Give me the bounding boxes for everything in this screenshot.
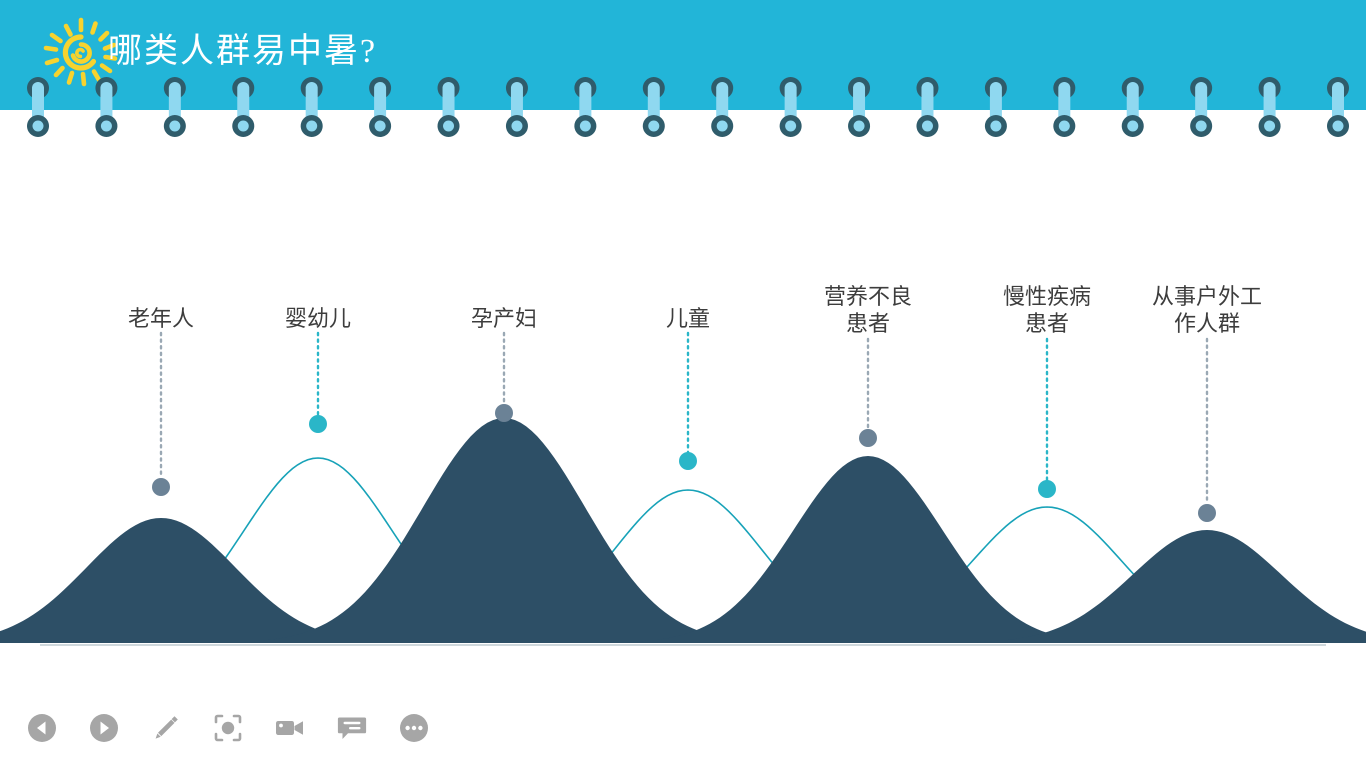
peak-label-1: 婴幼儿 [284,306,351,331]
next-icon [90,714,118,742]
peak-marker-3 [679,452,697,470]
peak-label-3: 儿童 [665,306,710,331]
curve-6 [977,530,1366,643]
record-button[interactable] [270,708,310,748]
spotlight-button[interactable] [208,708,248,748]
peak-label-0: 老年人 [127,306,194,331]
page-title: 哪类人群易中暑? [108,33,378,70]
pen-icon [155,716,178,739]
video-camera-icon [276,721,303,735]
peak-marker-1 [309,415,327,433]
peak-marker-6 [1198,504,1216,522]
peak-label-5: 慢性疾病 患者 [1002,284,1091,336]
slide-toolbar[interactable] [22,708,434,748]
next-slide-button[interactable] [84,708,124,748]
bell-curves [0,331,1366,646]
more-options-button[interactable] [394,708,434,748]
curve-2 [254,418,754,643]
peak-label-2: 孕产妇 [470,306,537,331]
peak-marker-0 [152,478,170,496]
peak-marker-5 [1038,480,1056,498]
ellipsis-icon [400,714,428,742]
comment-icon [337,717,367,739]
curve-0 [0,518,391,643]
peak-marker-4 [859,429,877,447]
chart-area: 老年人 婴幼儿 孕产妇 儿童 营养不良 患者 慢性疾病 患者 从事户外工 作人群 [0,140,1366,670]
spotlight-icon [214,714,242,742]
peak-label-6: 从事户外工 作人群 [1151,284,1262,336]
comment-button[interactable] [332,708,372,748]
sun-icon [42,17,120,87]
peak-label-4: 营养不良 患者 [823,284,912,336]
pen-tool-button[interactable] [146,708,186,748]
previous-icon [28,714,56,742]
curve-4 [638,456,1098,643]
peak-marker-2 [495,404,513,422]
previous-slide-button[interactable] [22,708,62,748]
